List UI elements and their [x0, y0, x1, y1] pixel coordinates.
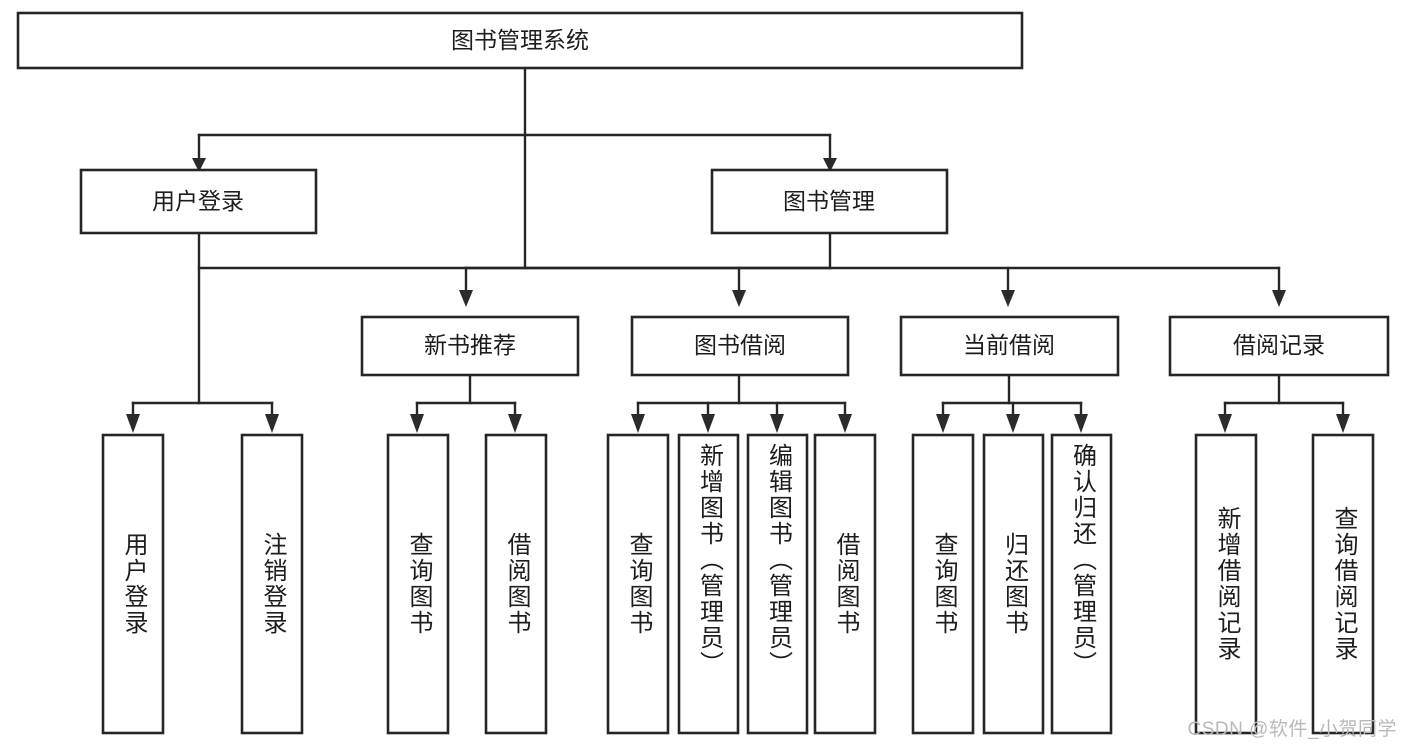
node-current-borrow-label: 当前借阅: [963, 332, 1055, 358]
edges-current-borrow-to-leaves: [936, 373, 1088, 433]
arrow-head-leaf-return-book: [1006, 414, 1020, 433]
leaf-user-login-box[interactable]: [101, 433, 165, 735]
leaf-logout-login-box[interactable]: [240, 433, 304, 735]
node-borrow-record-label: 借阅记录: [1233, 332, 1325, 358]
arrow-head-borrow-record: [1272, 290, 1286, 307]
leaf-edit-book-admin-box[interactable]: [746, 433, 809, 735]
node-book-management[interactable]: 图书管理: [710, 168, 949, 235]
node-borrow-record-box[interactable]: [1168, 315, 1390, 377]
arrow-head-current-borrow: [1001, 290, 1015, 307]
edges-borrow-record-to-leaves: [1218, 373, 1350, 433]
leaf-query-book-3-box[interactable]: [911, 433, 975, 735]
csdn-watermark: CSDN @软件_小贺同学: [1187, 719, 1397, 740]
node-user-login[interactable]: 用户登录: [79, 168, 318, 235]
node-book-management-box[interactable]: [710, 168, 949, 235]
arrow-head-leaf-logout-login: [265, 414, 279, 433]
edges-level1-book-management: [459, 231, 1286, 307]
arrow-head-book-borrow: [732, 290, 746, 307]
node-current-borrow-box[interactable]: [899, 315, 1120, 377]
leaf-confirm-return-admin-box[interactable]: [1050, 433, 1113, 735]
leaf-query-book-2-box[interactable]: [606, 433, 670, 735]
arrow-head-new-book-recommend: [459, 290, 473, 307]
leaf-query-book-1-box[interactable]: [386, 433, 450, 735]
leaf-query-borrow-record-box[interactable]: [1311, 433, 1375, 735]
arrow-head-leaf-query-book-1: [410, 414, 424, 433]
arrow-head-book-management: [823, 158, 837, 172]
edges-new-book-to-leaves: [410, 373, 522, 433]
node-book-management-label: 图书管理: [783, 188, 875, 214]
edges-user-login-to-leaves: [126, 231, 279, 433]
arrow-head-leaf-add-borrow-record: [1218, 414, 1232, 433]
node-root[interactable]: 图书管理系统: [16, 11, 1024, 70]
node-root-label: 图书管理系统: [451, 27, 589, 53]
node-user-login-box[interactable]: [79, 168, 318, 235]
node-book-borrow-box[interactable]: [630, 315, 850, 377]
arrow-head-leaf-borrow-book-2: [838, 414, 852, 433]
node-new-book-recommend-label: 新书推荐: [424, 332, 516, 358]
arrow-head-leaf-user-login: [126, 414, 140, 433]
arrow-head-user-login: [192, 158, 206, 172]
edges-root-to-level1: [192, 66, 837, 270]
leaf-add-borrow-record-box[interactable]: [1194, 433, 1258, 735]
leaf-borrow-book-1-box[interactable]: [484, 433, 548, 735]
node-book-borrow[interactable]: 图书借阅: [630, 315, 850, 377]
arrow-head-leaf-confirm-return-admin: [1074, 414, 1088, 433]
arrow-head-leaf-edit-book-admin: [770, 414, 784, 433]
arrow-head-leaf-query-book-3: [936, 414, 950, 433]
node-new-book-recommend[interactable]: 新书推荐: [360, 315, 580, 377]
arrow-head-leaf-query-book-2: [631, 414, 645, 433]
arrow-head-leaf-query-borrow-record: [1336, 414, 1350, 433]
leaf-add-book-admin-box[interactable]: [677, 433, 740, 735]
node-book-borrow-label: 图书借阅: [694, 332, 786, 358]
node-new-book-recommend-box[interactable]: [360, 315, 580, 377]
leaf-return-book-box[interactable]: [982, 433, 1045, 735]
node-root-box[interactable]: [16, 11, 1024, 70]
node-borrow-record[interactable]: 借阅记录: [1168, 315, 1390, 377]
arrow-head-leaf-add-book-admin: [701, 414, 715, 433]
arrow-head-leaf-borrow-book-1: [508, 414, 522, 433]
edges-book-borrow-to-leaves: [631, 373, 852, 433]
leaf-borrow-book-2-box[interactable]: [813, 433, 877, 735]
node-user-login-label: 用户登录: [152, 188, 244, 214]
node-current-borrow[interactable]: 当前借阅: [899, 315, 1120, 377]
leaf-boxes: [101, 433, 1375, 735]
